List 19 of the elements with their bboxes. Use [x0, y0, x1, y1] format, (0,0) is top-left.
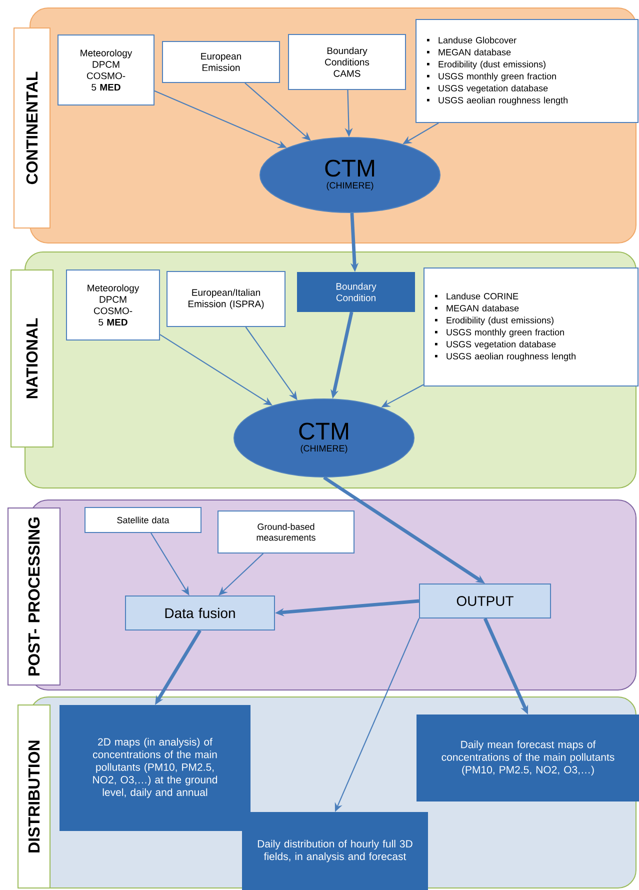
input-box: European/Italian Emission (ISPRA) [166, 271, 286, 327]
section-label: NATIONAL [10, 270, 54, 448]
process-box: OUTPUT [419, 584, 551, 618]
product-box: Daily mean forecast maps of concentrations of the main pollutants (PM10, PM2.5, NO2, O3,…) [416, 714, 639, 802]
input-box: Meteorology DPCM COSMO-5 MED [58, 34, 154, 106]
input-box: Ground-based measurements [218, 510, 354, 554]
section-label: POST- PROCESSING [8, 508, 60, 686]
input-box: Satellite data [84, 507, 202, 533]
input-box: Boundary Conditions CAMS [288, 34, 406, 90]
section-label: DISTRIBUTION [18, 704, 50, 888]
input-list-box: Landuse CORINE MEGAN database Erodibility (dust emissions) USGS monthly green fraction USGS vegetation database USGS aeolian roughness length [424, 268, 638, 386]
product-box: 2D maps (in analysis) of concentrations of the main pollutants (PM10, PM2.5, NO2, O3,…) at the ground level, daily and annual [60, 705, 250, 831]
input-box: Meteorology DPCM COSMO-5 MED [66, 270, 160, 340]
product-box: Daily distribution of hourly full 3D fields, in analysis and forecast [242, 812, 428, 890]
process-box: Data fusion [125, 596, 275, 630]
input-list-box: Landuse Globcover MEGAN database Erodibility (dust emissions) USGS monthly green fraction USGS vegetation database USGS aeolian roughness length [416, 19, 638, 123]
section-label: CONTINENTAL [14, 28, 50, 228]
input-box: European Emission [162, 41, 280, 83]
product-box: Boundary Condition [297, 272, 415, 312]
